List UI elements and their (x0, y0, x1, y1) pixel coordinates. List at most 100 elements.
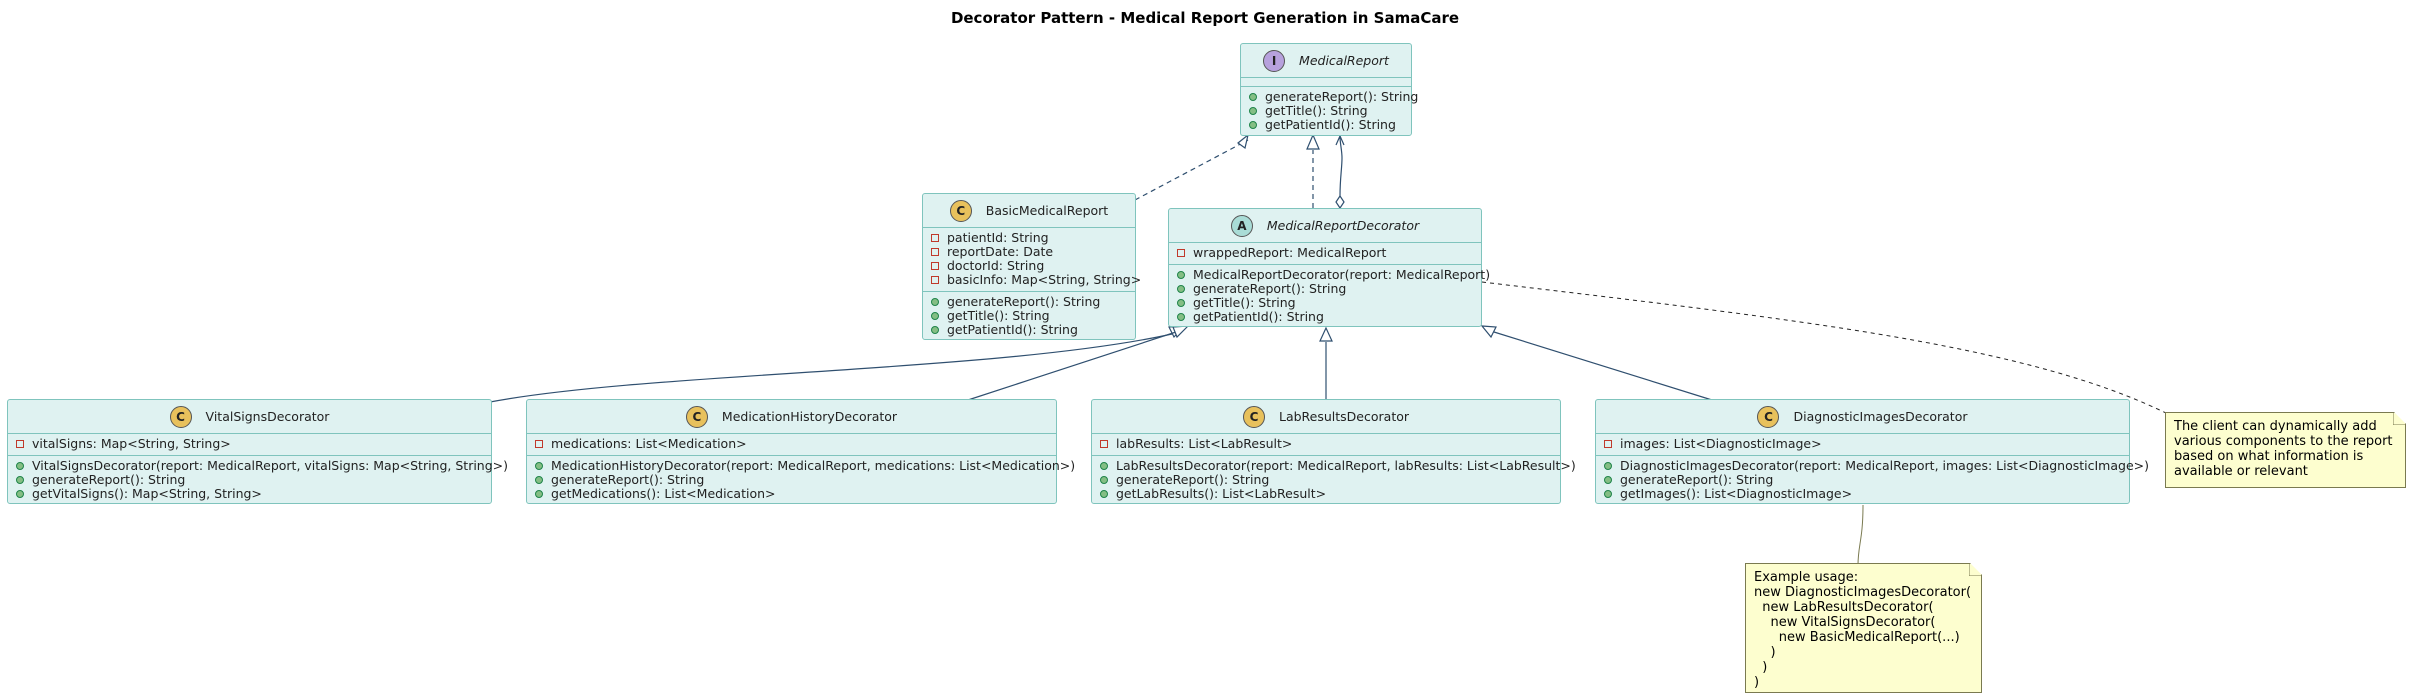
navigable-arrowhead (1335, 134, 1345, 146)
attribute-row: patientId: String (931, 231, 1127, 245)
public-icon (1177, 285, 1185, 293)
class-name: MedicationHistoryDecorator (721, 409, 898, 424)
private-icon (931, 234, 939, 242)
public-icon (931, 312, 939, 320)
public-icon (535, 462, 543, 470)
attribute-row: wrappedReport: MedicalReport (1177, 246, 1473, 260)
methods-section: MedicationHistoryDecorator(report: Medic… (527, 456, 1075, 505)
public-icon (1100, 462, 1108, 470)
methods-section: LabResultsDecorator(report: MedicalRepor… (1092, 456, 1576, 505)
class-diagnostic-images-decorator: C DiagnosticImagesDecorator images: List… (1595, 399, 2149, 505)
attributes-section (1241, 78, 1411, 87)
public-icon (1100, 490, 1108, 498)
method-row: getPatientId(): String (1249, 118, 1403, 132)
edge-vitalsigns-extends-decorator (489, 333, 1173, 403)
method-row: getTitle(): String (1177, 296, 1473, 310)
attribute-row: vitalSigns: Map<String, String> (16, 437, 483, 451)
class-name: LabResultsDecorator (1278, 409, 1410, 424)
private-icon (535, 440, 543, 448)
public-icon (1177, 313, 1185, 321)
public-icon (535, 490, 543, 498)
edge-decorator-wraps-report (1339, 135, 1343, 197)
method-row: generateReport(): String (1249, 90, 1418, 104)
public-icon (1604, 462, 1612, 470)
public-icon (16, 476, 24, 484)
private-icon (1177, 249, 1185, 257)
attribute-row: doctorId: String (931, 259, 1127, 273)
note-link-client (1481, 281, 2171, 416)
methods-section: DiagnosticImagesDecorator(report: Medica… (1596, 456, 2149, 505)
diagram-title: Decorator Pattern - Medical Report Gener… (950, 9, 1460, 27)
attribute-row: medications: List<Medication> (535, 437, 1048, 451)
attribute-row: basicInfo: Map<String, String> (931, 273, 1141, 287)
class-medication-history-decorator: C MedicationHistoryDecorator medications… (526, 399, 1075, 505)
attributes-section: vitalSigns: Map<String, String> (8, 434, 491, 456)
public-icon (1604, 490, 1612, 498)
note-example-usage: Example usage: new DiagnosticImagesDecor… (1745, 563, 1982, 693)
class-badge-icon: C (169, 405, 192, 428)
attributes-section: labResults: List<LabResult> (1092, 434, 1560, 456)
method-row: getLabResults(): List<LabResult> (1100, 487, 1552, 501)
class-name: VitalSignsDecorator (205, 409, 330, 424)
generalization-arrowhead (1480, 325, 1497, 339)
private-icon (1100, 440, 1108, 448)
private-icon (931, 248, 939, 256)
private-icon (931, 262, 939, 270)
method-row: getImages(): List<DiagnosticImage> (1604, 487, 2121, 501)
private-icon (1604, 440, 1612, 448)
attribute-row: labResults: List<LabResult> (1100, 437, 1552, 451)
class-basic-medical-report: C BasicMedicalReport patientId: String r… (922, 193, 1141, 340)
method-row: generateReport(): String (931, 295, 1127, 309)
private-icon (16, 440, 24, 448)
edge-basic-implements-interface (1134, 139, 1249, 201)
public-icon (1249, 121, 1257, 129)
method-row: generateReport(): String (535, 473, 1048, 487)
method-row: LabResultsDecorator(report: MedicalRepor… (1100, 459, 1576, 473)
attributes-section: images: List<DiagnosticImage> (1596, 434, 2129, 456)
class-vital-signs-decorator: C VitalSignsDecorator vitalSigns: Map<St… (7, 399, 508, 505)
class-badge-icon: C (685, 405, 708, 428)
method-row: getPatientId(): String (931, 323, 1127, 337)
class-name: MedicalReport (1299, 53, 1389, 68)
method-row: generateReport(): String (16, 473, 483, 487)
realization-arrowhead (1237, 133, 1249, 150)
edge-diagnostic-extends-decorator (1493, 331, 1713, 401)
method-row: getTitle(): String (931, 309, 1127, 323)
note-client-dynamic: The client can dynamically add various c… (2165, 412, 2406, 488)
edge-medication-extends-decorator (967, 331, 1177, 401)
attributes-section: wrappedReport: MedicalReport (1169, 243, 1481, 265)
public-icon (1604, 476, 1612, 484)
methods-section: VitalSignsDecorator(report: MedicalRepor… (8, 456, 508, 505)
method-row: getTitle(): String (1249, 104, 1403, 118)
class-name: MedicalReportDecorator (1266, 218, 1420, 233)
attribute-row: images: List<DiagnosticImage> (1604, 437, 2121, 451)
method-row: DiagnosticImagesDecorator(report: Medica… (1604, 459, 2149, 473)
public-icon (1177, 299, 1185, 307)
abstract-badge-icon: A (1230, 214, 1253, 237)
class-name: BasicMedicalReport (985, 203, 1109, 218)
class-medical-report-decorator: A MedicalReportDecorator wrappedReport: … (1168, 208, 1490, 327)
public-icon (1100, 476, 1108, 484)
method-row: generateReport(): String (1100, 473, 1552, 487)
methods-section: generateReport(): String getTitle(): Str… (1241, 87, 1418, 136)
class-lab-results-decorator: C LabResultsDecorator labResults: List<L… (1091, 399, 1576, 505)
public-icon (535, 476, 543, 484)
public-icon (1177, 271, 1185, 279)
class-badge-icon: C (949, 199, 972, 222)
method-row: MedicalReportDecorator(report: MedicalRe… (1177, 268, 1490, 282)
note-fold-icon (2393, 413, 2405, 425)
private-icon (931, 276, 939, 284)
public-icon (16, 462, 24, 470)
public-icon (931, 326, 939, 334)
method-row: generateReport(): String (1604, 473, 2121, 487)
class-name: DiagnosticImagesDecorator (1793, 409, 1968, 424)
interface-badge-icon: I (1263, 49, 1286, 72)
method-row: getVitalSigns(): Map<String, String> (16, 487, 483, 501)
note-link-usage (1857, 504, 1864, 566)
method-row: generateReport(): String (1177, 282, 1473, 296)
realization-arrowhead (1306, 133, 1320, 150)
class-badge-icon: C (1242, 405, 1265, 428)
public-icon (931, 298, 939, 306)
method-row: getMedications(): List<Medication> (535, 487, 1048, 501)
